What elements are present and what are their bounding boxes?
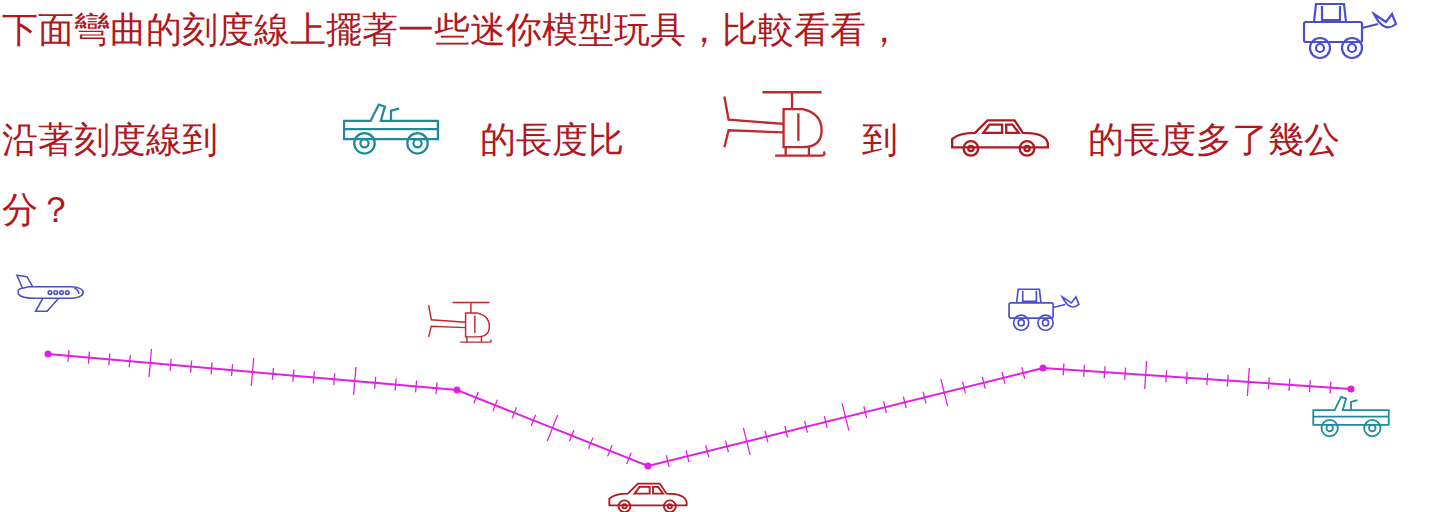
scale-tick	[903, 396, 906, 408]
scale-tick	[842, 403, 849, 430]
scale-tick	[129, 355, 130, 367]
scale-tick	[765, 431, 768, 443]
scale-tick	[293, 370, 294, 382]
scale-line	[48, 354, 1351, 466]
question-text: 下面彎曲的刻度線上擺著一些迷你模型玩具，比較看看，	[2, 0, 902, 65]
scale-tick	[608, 445, 612, 456]
scale-tick	[805, 421, 808, 433]
scale-tick	[588, 438, 592, 449]
scale-tick	[149, 349, 151, 377]
scale-tick	[375, 377, 376, 389]
question-text: 的長度比	[480, 105, 624, 175]
car-icon	[952, 120, 1048, 155]
scale-tick	[706, 445, 709, 457]
scale-tick	[1186, 372, 1188, 384]
scale-tick	[232, 364, 233, 376]
scale-tick	[627, 453, 631, 464]
scale-tick	[474, 392, 478, 403]
scale-tick	[493, 400, 497, 411]
scale-tick	[547, 415, 557, 441]
scale-tick	[726, 441, 729, 453]
scale-tick	[785, 426, 788, 438]
scale-point	[454, 387, 461, 394]
scale-tick	[743, 428, 750, 455]
scale-point	[1040, 365, 1047, 372]
helicopter-icon	[724, 92, 824, 155]
scale-tick	[1329, 382, 1331, 394]
scale-tick	[1083, 365, 1085, 377]
measuring-scale	[45, 349, 1355, 469]
scale-tick	[1145, 361, 1147, 389]
scale-point	[45, 351, 52, 358]
scale-tick	[68, 350, 69, 362]
scale-tick	[109, 353, 110, 365]
question-text: 沿著刻度線到	[2, 105, 218, 175]
scale-tick	[211, 362, 212, 374]
scale-tick	[1247, 368, 1249, 396]
scale-tick	[395, 379, 396, 391]
scale-tick	[170, 359, 171, 371]
scale-point	[645, 463, 652, 470]
scale-tick	[1288, 379, 1290, 391]
scale-tick	[531, 415, 535, 426]
scale-tick	[1002, 372, 1005, 384]
scale-tick	[666, 455, 669, 467]
tractor-icon	[1304, 4, 1396, 58]
scale-tick	[1165, 370, 1167, 382]
car-icon	[609, 484, 686, 512]
scale-tick	[686, 450, 689, 462]
scale-tick	[982, 377, 985, 389]
scale-tick	[1268, 377, 1270, 389]
scale-tick	[1227, 375, 1229, 387]
scale-tick	[416, 380, 417, 392]
scale-tick	[1309, 380, 1311, 392]
jeep-icon	[344, 105, 438, 154]
scale-tick	[923, 392, 926, 404]
scale-tick	[313, 371, 314, 383]
scale-tick	[569, 430, 573, 441]
scale-tick	[334, 373, 335, 385]
scale-tick	[1022, 367, 1025, 379]
scale-tick	[824, 416, 827, 428]
scale-tick	[864, 406, 867, 418]
tractor-icon	[1009, 289, 1079, 330]
scale-tick	[354, 367, 356, 395]
scale-point	[1348, 386, 1355, 393]
scale-tick	[251, 358, 253, 386]
question-text: 的長度多了幾公分？	[2, 105, 1364, 245]
scale-tick	[272, 368, 273, 380]
helicopter-icon	[429, 303, 491, 343]
scale-tick	[88, 352, 89, 364]
scale-tick	[1124, 368, 1126, 380]
scale-tick	[941, 379, 948, 406]
scale-tick	[1062, 363, 1064, 375]
plane-icon	[17, 275, 83, 311]
scale-tick	[1104, 366, 1106, 378]
scale-tick	[1206, 373, 1208, 385]
scale-tick	[512, 407, 516, 418]
scale-tick	[191, 361, 192, 373]
jeep-icon	[1313, 397, 1388, 436]
scale-tick	[884, 401, 887, 413]
scale-tick	[436, 382, 437, 394]
question-text: 到	[862, 105, 898, 175]
scale-tick	[963, 382, 966, 394]
